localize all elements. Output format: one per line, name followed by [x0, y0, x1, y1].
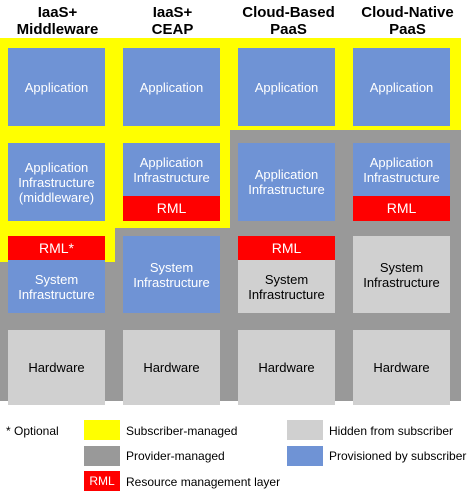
column-header-cloud-native-paas: Cloud-Native PaaS [361, 4, 454, 38]
column-header-iaas-ceap: IaaS+ CEAP [151, 4, 194, 38]
legend-swatch-rml: RML [84, 471, 120, 491]
rml-block: RML [123, 196, 220, 221]
hardware-block: Hardware [238, 330, 335, 405]
legend-swatch-hidden [287, 420, 323, 440]
legend-label-provisioned: Provisioned by subscriber [329, 449, 467, 463]
legend-label-rml: Resource management layer [126, 475, 281, 489]
application-block: Application [8, 48, 105, 126]
column-header-iaas-middleware: IaaS+ Middleware [16, 4, 99, 38]
rml-block: RML [238, 236, 335, 260]
legend-swatch-provider-managed [84, 446, 120, 466]
rml-block: RML [353, 196, 450, 221]
legend-label-provider-managed: Provider-managed [126, 449, 225, 463]
system-infrastructure-block: System Infrastructure [353, 236, 450, 313]
application-block: Application [238, 48, 335, 126]
app-infrastructure-block: Application Infrastructure [238, 143, 335, 221]
hardware-block: Hardware [8, 330, 105, 405]
app-infrastructure-block: Application Infrastructure [123, 143, 220, 196]
hardware-block: Hardware [353, 330, 450, 405]
legend-label-hidden: Hidden from subscriber [329, 424, 454, 438]
legend-swatch-provisioned [287, 446, 323, 466]
system-infrastructure-block: System Infrastructure [238, 260, 335, 313]
app-infrastructure-block: Application Infrastructure [353, 143, 450, 196]
system-infrastructure-block: System Infrastructure [123, 236, 220, 313]
rml-optional-block: RML* [8, 236, 105, 260]
legend-optional-note: * Optional [6, 424, 59, 438]
application-block: Application [353, 48, 450, 126]
app-infrastructure-middleware-block: Application Infrastructure (middleware) [8, 143, 105, 221]
legend-swatch-subscriber-managed [84, 420, 120, 440]
legend-label-subscriber-managed: Subscriber-managed [126, 424, 238, 438]
system-infrastructure-block: System Infrastructure [8, 260, 105, 313]
hardware-block: Hardware [123, 330, 220, 405]
column-header-cloud-based-paas: Cloud-Based PaaS [242, 4, 335, 38]
application-block: Application [123, 48, 220, 126]
